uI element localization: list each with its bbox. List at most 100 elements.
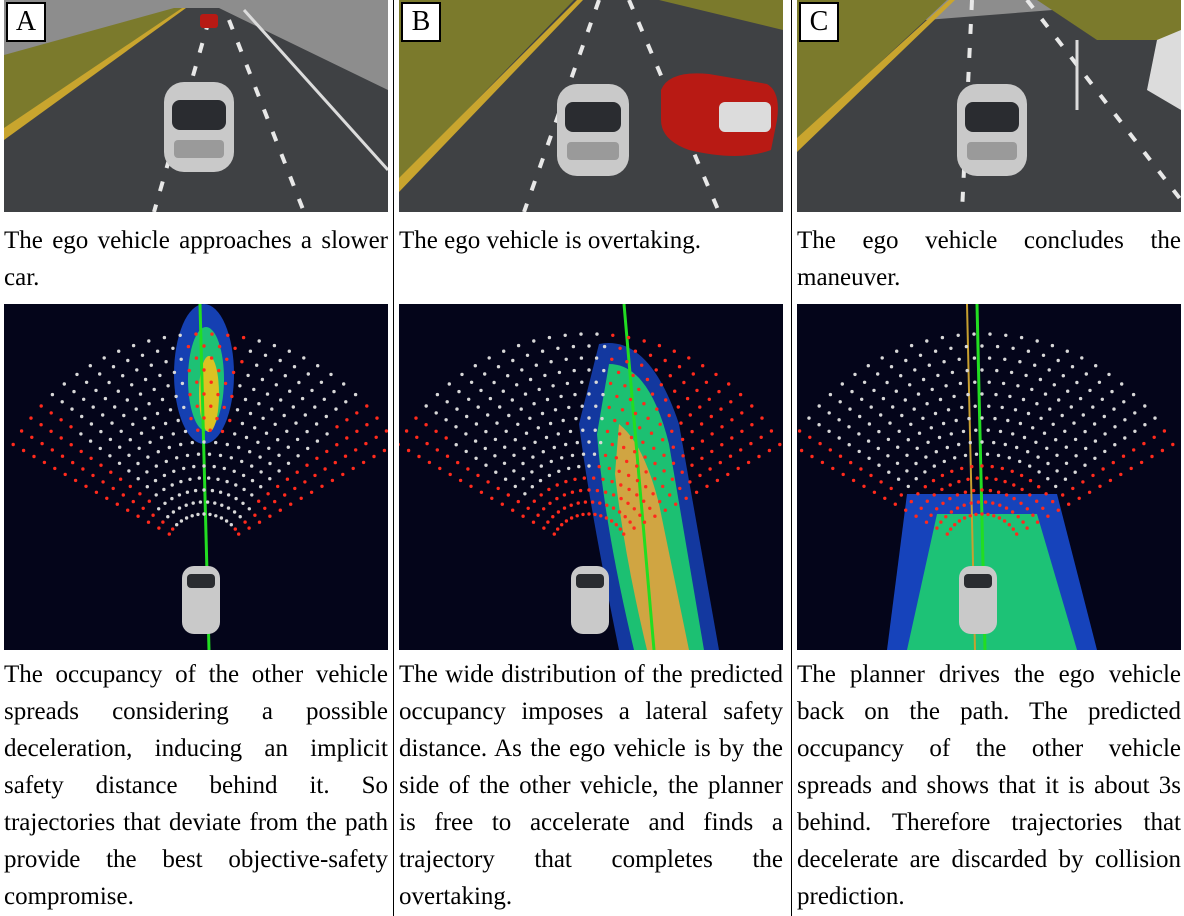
trajectory-dot [914, 461, 918, 466]
trajectory-dot [603, 490, 608, 494]
trajectory-dot [185, 453, 190, 458]
trajectory-dot [170, 496, 174, 501]
trajectory-dot [384, 429, 388, 433]
trajectory-dot [705, 484, 709, 488]
trajectory-dot [625, 421, 630, 426]
trajectory-dot [718, 460, 722, 465]
trajectory-dot [929, 513, 933, 517]
trajectory-dot [967, 416, 971, 421]
trajectory-dot [921, 416, 925, 420]
trajectory-dot [587, 488, 591, 492]
trajectory-dot [119, 429, 123, 433]
trajectory-dot [1004, 333, 1008, 337]
trajectory-dot [698, 473, 702, 478]
trajectory-dot [164, 360, 168, 364]
trajectory-dot [53, 466, 57, 471]
trajectory-dot [283, 374, 287, 378]
trajectory-dot [171, 346, 175, 350]
trajectory-dot [700, 439, 705, 443]
trajectory-dot [998, 429, 1003, 434]
trajectory-dot [502, 349, 506, 353]
trajectory-dot [549, 360, 553, 364]
trajectory-dot [904, 358, 908, 363]
trajectory-dot [657, 343, 662, 348]
trajectory-dot [495, 421, 499, 425]
trajectory-dot [653, 514, 657, 518]
trajectory-dot [1056, 358, 1060, 363]
trajectory-dot [361, 460, 366, 465]
trajectory-dot [1026, 411, 1031, 416]
trajectory-dot [263, 353, 268, 357]
trajectory-dot [1051, 422, 1055, 426]
trajectory-dot [82, 397, 86, 401]
trajectory-dot [944, 515, 948, 519]
trajectory-dot [464, 449, 468, 454]
trajectory-dot [533, 440, 537, 444]
trajectory-dot [564, 357, 568, 361]
trajectory-dot [484, 463, 488, 467]
trajectory-dot [658, 499, 662, 504]
trajectory-dot [330, 478, 335, 483]
trajectory-dot [1084, 446, 1088, 451]
trajectory-dot [539, 493, 543, 497]
trajectory-dot [867, 422, 872, 426]
trajectory-dot [710, 432, 714, 436]
trajectory-dot [445, 454, 450, 458]
trajectory-dot [75, 372, 79, 377]
trajectory-dot [564, 442, 568, 447]
trajectory-dot [642, 499, 646, 503]
trajectory-dot [273, 422, 277, 426]
trajectory-dot [259, 485, 263, 489]
trajectory-dot [1072, 421, 1076, 425]
trajectory-dot [1041, 506, 1045, 510]
trajectory-dot [522, 446, 526, 450]
trajectory-dot [980, 512, 984, 516]
trajectory-dot [1015, 532, 1019, 536]
trajectory-dot [32, 454, 36, 459]
trajectory-dot [935, 526, 939, 530]
trajectory-dot [729, 400, 733, 404]
trajectory-dot [313, 473, 317, 478]
trajectory-dot [759, 435, 763, 439]
trajectory-dot [592, 476, 596, 480]
trajectory-dot [1083, 429, 1087, 434]
trajectory-dot [1080, 356, 1084, 360]
trajectory-dot [532, 339, 536, 343]
trajectory-dot [993, 416, 997, 421]
trajectory-dot [202, 512, 206, 516]
trajectory-dot [335, 425, 339, 429]
trajectory-dot [325, 449, 329, 454]
trajectory-dot [866, 364, 870, 368]
trajectory-dot [568, 429, 573, 434]
trajectory-dot [492, 380, 496, 385]
trajectory-dot [486, 413, 490, 417]
trajectory-dot [506, 374, 510, 378]
trajectory-dot [576, 501, 580, 505]
trajectory-dot [1087, 490, 1092, 494]
trajectory-dot [960, 405, 964, 410]
trajectory-dot [151, 426, 155, 430]
trajectory-dot [949, 432, 953, 436]
trajectory-dot [333, 460, 337, 465]
trajectory-dot [283, 493, 287, 497]
trajectory-dot [555, 496, 559, 501]
trajectory-dot [247, 526, 251, 530]
trajectory-dot [69, 425, 73, 429]
trajectory-dot [502, 461, 507, 465]
occupancy-visualization-b [399, 304, 783, 650]
trajectory-dot [1016, 515, 1020, 519]
trajectory-dot [291, 405, 295, 409]
trajectory-dot [944, 384, 948, 388]
trajectory-dot [976, 500, 981, 504]
trajectory-dot [866, 439, 871, 443]
trajectory-dot [322, 397, 326, 401]
trajectory-dot [886, 437, 891, 442]
trajectory-dot [128, 484, 132, 489]
trajectory-dot [50, 392, 55, 397]
trajectory-dot [310, 388, 314, 393]
trajectory-dot [919, 506, 923, 510]
trajectory-dot [820, 460, 825, 465]
trajectory-dot [859, 467, 863, 471]
trajectory-dot [601, 392, 605, 397]
trajectory-dot [493, 437, 498, 442]
